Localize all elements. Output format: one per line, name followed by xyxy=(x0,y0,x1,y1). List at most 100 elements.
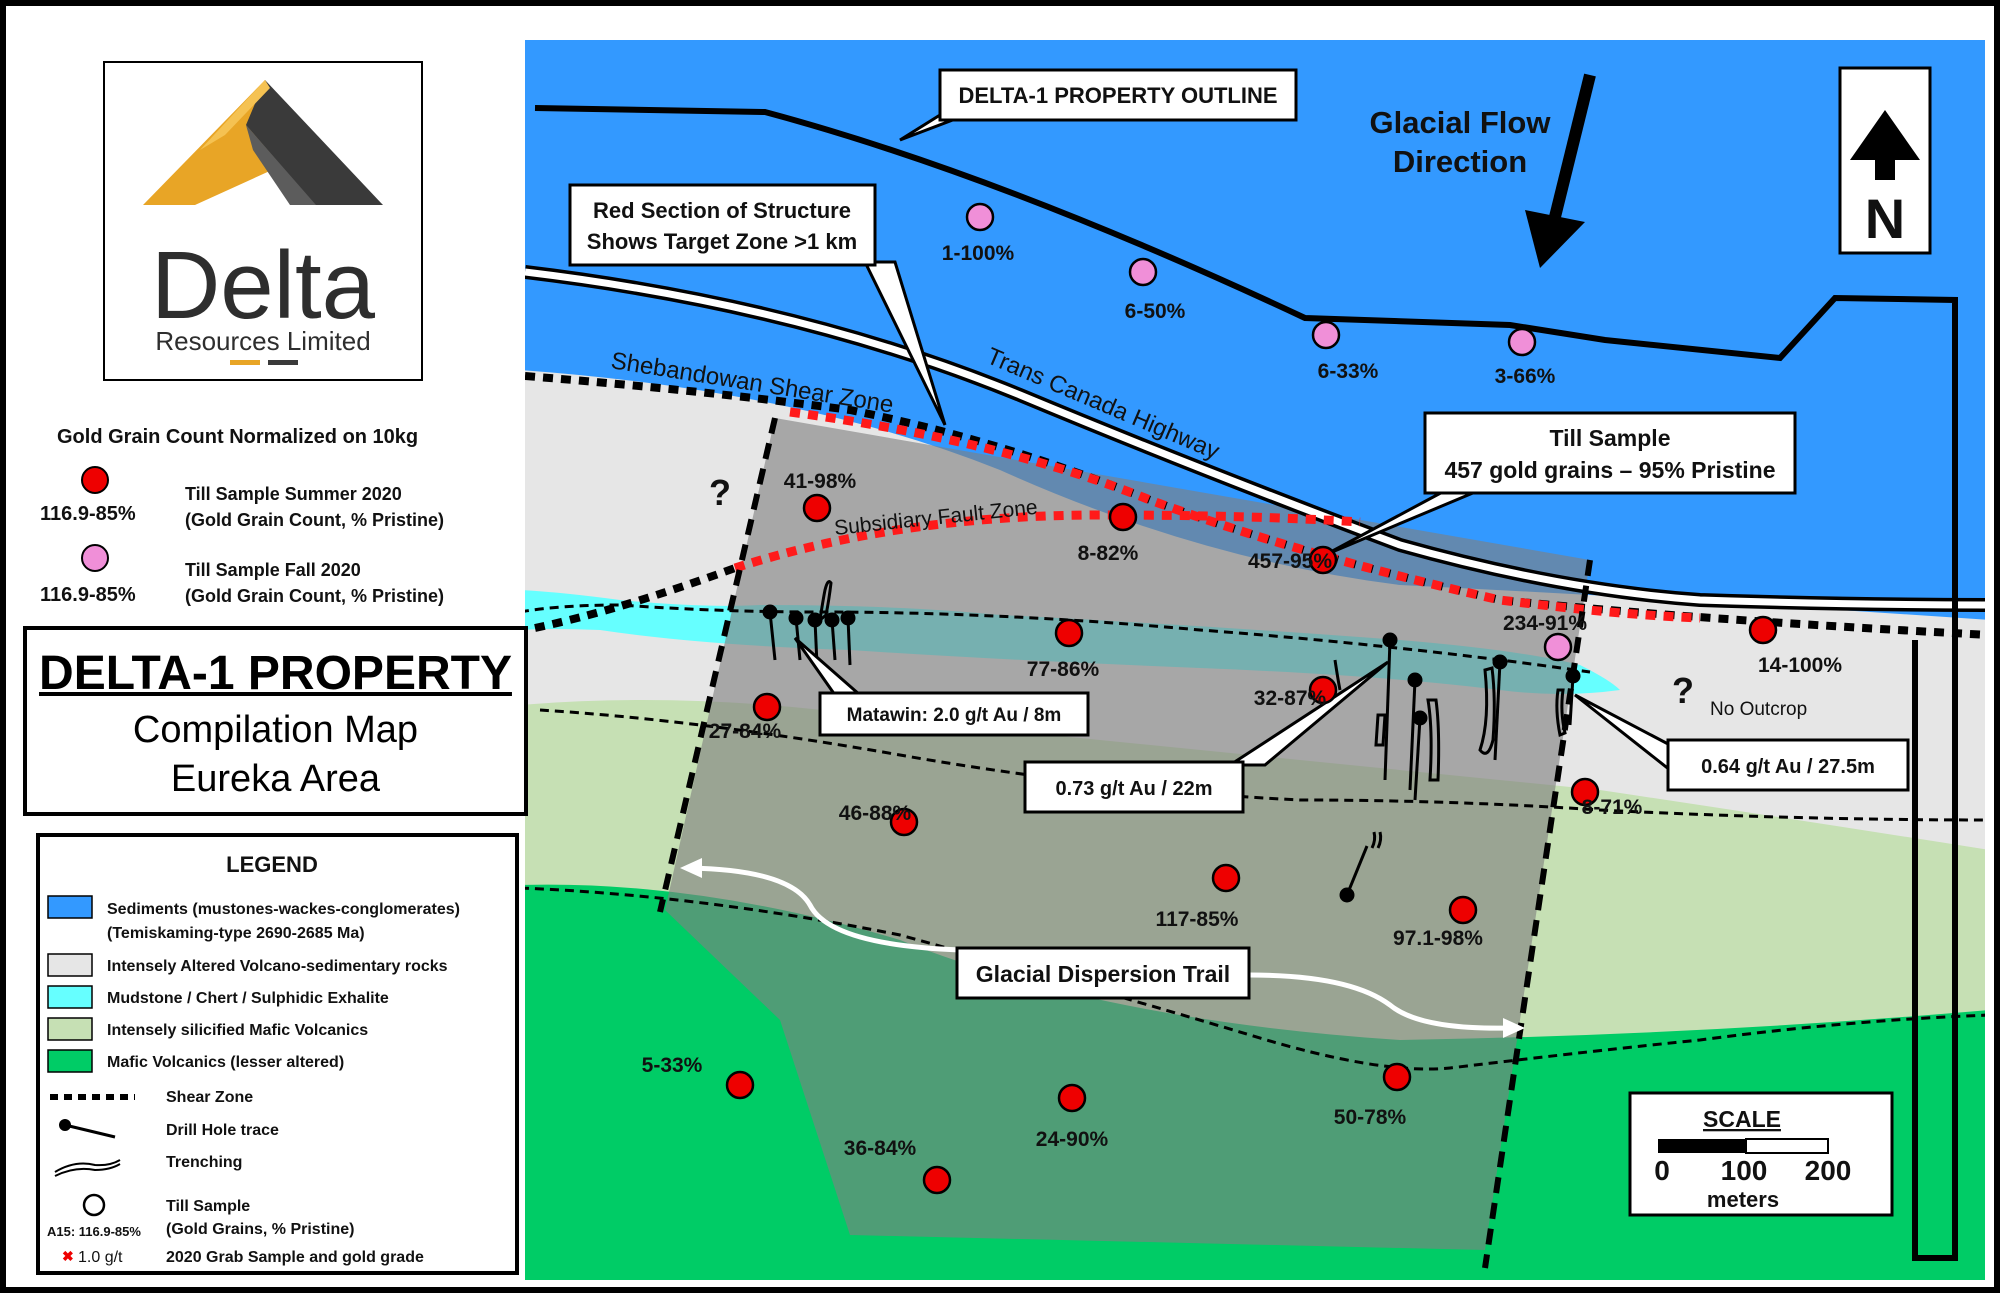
summer-sample-dot xyxy=(1211,863,1241,893)
summer-samples: 41-98%8-82%457-95%77-86%27-84%32-87%14-1… xyxy=(642,470,1842,1195)
dispersion-arrowhead-west xyxy=(680,858,702,878)
matawin-callout: Matawin: 2.0 g/t Au / 8m xyxy=(793,636,1090,737)
fall-sample-label: 234-91% xyxy=(1503,612,1587,635)
summer-sample-label: 457-95% xyxy=(1248,550,1332,573)
summer-sample-label: 5-33% xyxy=(642,1054,703,1077)
summer-sample-dot xyxy=(1382,1062,1412,1092)
logo-company: Delta xyxy=(151,232,376,339)
scale-tick-100: 100 xyxy=(1721,1155,1768,1186)
till-sample-text-1: Till Sample xyxy=(1549,425,1670,451)
legend-till-example: A15: 116.9-85% xyxy=(47,1224,141,1239)
summer-sample-label: 46-88% xyxy=(839,802,912,825)
glacial-flow-label-1: Glacial Flow xyxy=(1370,105,1552,140)
red-section-text-1: Red Section of Structure xyxy=(593,198,851,223)
fall-sample-label: 6-50% xyxy=(1125,300,1186,323)
legend-grab-icon: ✖ xyxy=(62,1248,74,1264)
contact-mudstone-north xyxy=(525,603,1591,674)
drill-2-text: 0.64 g/t Au / 27.5m xyxy=(1701,756,1875,778)
legend-swatch-altered xyxy=(47,953,93,977)
property-outline-text: DELTA-1 PROPERTY OUTLINE xyxy=(958,83,1277,108)
till-sample-text-2: 457 gold grains – 95% Pristine xyxy=(1444,457,1775,483)
legend-drill-label: Drill Hole trace xyxy=(166,1122,279,1139)
drill-1-callout: 0.73 g/t Au / 22m xyxy=(1023,660,1389,814)
fall-sample-dot xyxy=(1311,320,1341,350)
fall-sample-dot xyxy=(1543,632,1573,662)
fall-sample-dot xyxy=(1507,327,1537,357)
red-section-callout: Red Section of Structure Shows Target Zo… xyxy=(568,183,947,426)
dispersion-callout: Glacial Dispersion Trail xyxy=(955,946,1251,1000)
legend-drill-symbol xyxy=(64,1123,116,1139)
legend-swatch-sediments xyxy=(47,895,93,919)
summer-sample-label: 32-87% xyxy=(1254,687,1327,710)
fall-sample-label: 6-33% xyxy=(1318,360,1379,383)
legend-fall-line1: Till Sample Fall 2020 xyxy=(185,560,361,580)
summer-sample-label: 8-82% xyxy=(1078,542,1139,565)
contact-silicified-mafic xyxy=(525,886,1985,1071)
drill-2-callout: 0.64 g/t Au / 27.5m xyxy=(1574,693,1910,792)
map-subtitle: Compilation Map xyxy=(132,709,419,751)
legend-trench-label: Trenching xyxy=(166,1154,242,1171)
scale-unit: meters xyxy=(1707,1187,1779,1212)
legend-altered-label: Intensely Altered Volcano-sedimentary ro… xyxy=(107,958,448,975)
legend-sediments-label2: (Temiskaming-type 2690-2685 Ma) xyxy=(107,925,365,942)
legend-drill-collar xyxy=(59,1119,71,1131)
fall-sample-dot xyxy=(965,202,995,232)
target-boundary-west xyxy=(657,417,778,913)
subsidiary-fault-west xyxy=(534,564,737,632)
summer-sample-label: 14-100% xyxy=(1758,654,1842,677)
till-sample-callout: Till Sample 457 gold grains – 95% Pristi… xyxy=(1324,411,1797,557)
dispersion-trail-east xyxy=(1249,972,1511,1031)
summer-sample-dot xyxy=(1308,675,1338,705)
summer-sample-dot xyxy=(1057,1083,1087,1113)
legend-fall-dot xyxy=(81,544,109,572)
legend-trench-symbol xyxy=(54,1159,121,1177)
legend-silicified-label: Intensely silicified Mafic Volcanics xyxy=(107,1022,368,1039)
summer-sample-dot xyxy=(1308,545,1338,575)
summer-sample-dot xyxy=(1748,615,1778,645)
matawin-text: Matawin: 2.0 g/t Au / 8m xyxy=(847,705,1062,726)
scale-bar: SCALE 0 100 200 meters xyxy=(1628,1091,1894,1217)
property-title: DELTA-1 PROPERTY xyxy=(39,647,512,700)
scale-tick-200: 200 xyxy=(1805,1155,1852,1186)
legend-mudstone-label: Mudstone / Chert / Sulphidic Exhalite xyxy=(107,990,389,1007)
unknown-mark-east: ? xyxy=(1672,670,1694,711)
legend-summer-dot xyxy=(81,466,109,494)
summer-sample-dot xyxy=(889,807,919,837)
legend-till-label: Till Sample xyxy=(166,1198,250,1215)
summer-sample-dot xyxy=(1570,777,1600,807)
summer-sample-label: 27-84% xyxy=(709,720,782,743)
fall-samples: 1-100%6-50%6-33%3-66%234-91% xyxy=(942,202,1587,662)
glacial-flow-arrow xyxy=(1525,73,1596,268)
drill-holes xyxy=(762,604,1581,903)
unknown-mark-west: ? xyxy=(709,472,731,513)
summer-sample-dot xyxy=(802,493,832,523)
summer-sample-label: 97.1-98% xyxy=(1393,927,1483,950)
summer-sample-label: 50-78% xyxy=(1334,1106,1407,1129)
gold-legend-heading: Gold Grain Count Normalized on 10kg xyxy=(57,426,418,448)
north-label: N xyxy=(1865,187,1905,250)
legend-summer-value: 116.9-85% xyxy=(40,503,136,525)
summer-sample-label: 77-86% xyxy=(1027,658,1100,681)
legend-till-label2: (Gold Grains, % Pristine) xyxy=(166,1221,354,1238)
legend-till-symbol xyxy=(82,1193,106,1217)
logo-dark-bar xyxy=(268,360,298,365)
drill-1-text: 0.73 g/t Au / 22m xyxy=(1055,778,1212,800)
summer-sample-dot xyxy=(922,1165,952,1195)
legend-summer-line2: (Gold Grain Count, % Pristine) xyxy=(185,510,444,530)
legend-grab-label: 2020 Grab Sample and gold grade xyxy=(166,1249,424,1266)
summer-sample-dot xyxy=(1054,618,1084,648)
scale-tick-0: 0 xyxy=(1654,1155,1670,1186)
property-outline xyxy=(534,105,1958,1261)
dispersion-arrowhead-east xyxy=(1503,1018,1525,1038)
legend-mafic-label: Mafic Volcanics (lesser altered) xyxy=(107,1054,344,1071)
summer-sample-dot xyxy=(1448,895,1478,925)
fall-sample-dot xyxy=(1128,257,1158,287)
area-subtitle: Eureka Area xyxy=(170,758,381,800)
no-outcrop-label: No Outcrop xyxy=(1710,699,1807,720)
legend-summer-line1: Till Sample Summer 2020 xyxy=(185,484,402,504)
summer-sample-dot xyxy=(725,1070,755,1100)
summer-sample-label: 8-71% xyxy=(1582,796,1643,819)
red-target-section xyxy=(789,407,1701,623)
